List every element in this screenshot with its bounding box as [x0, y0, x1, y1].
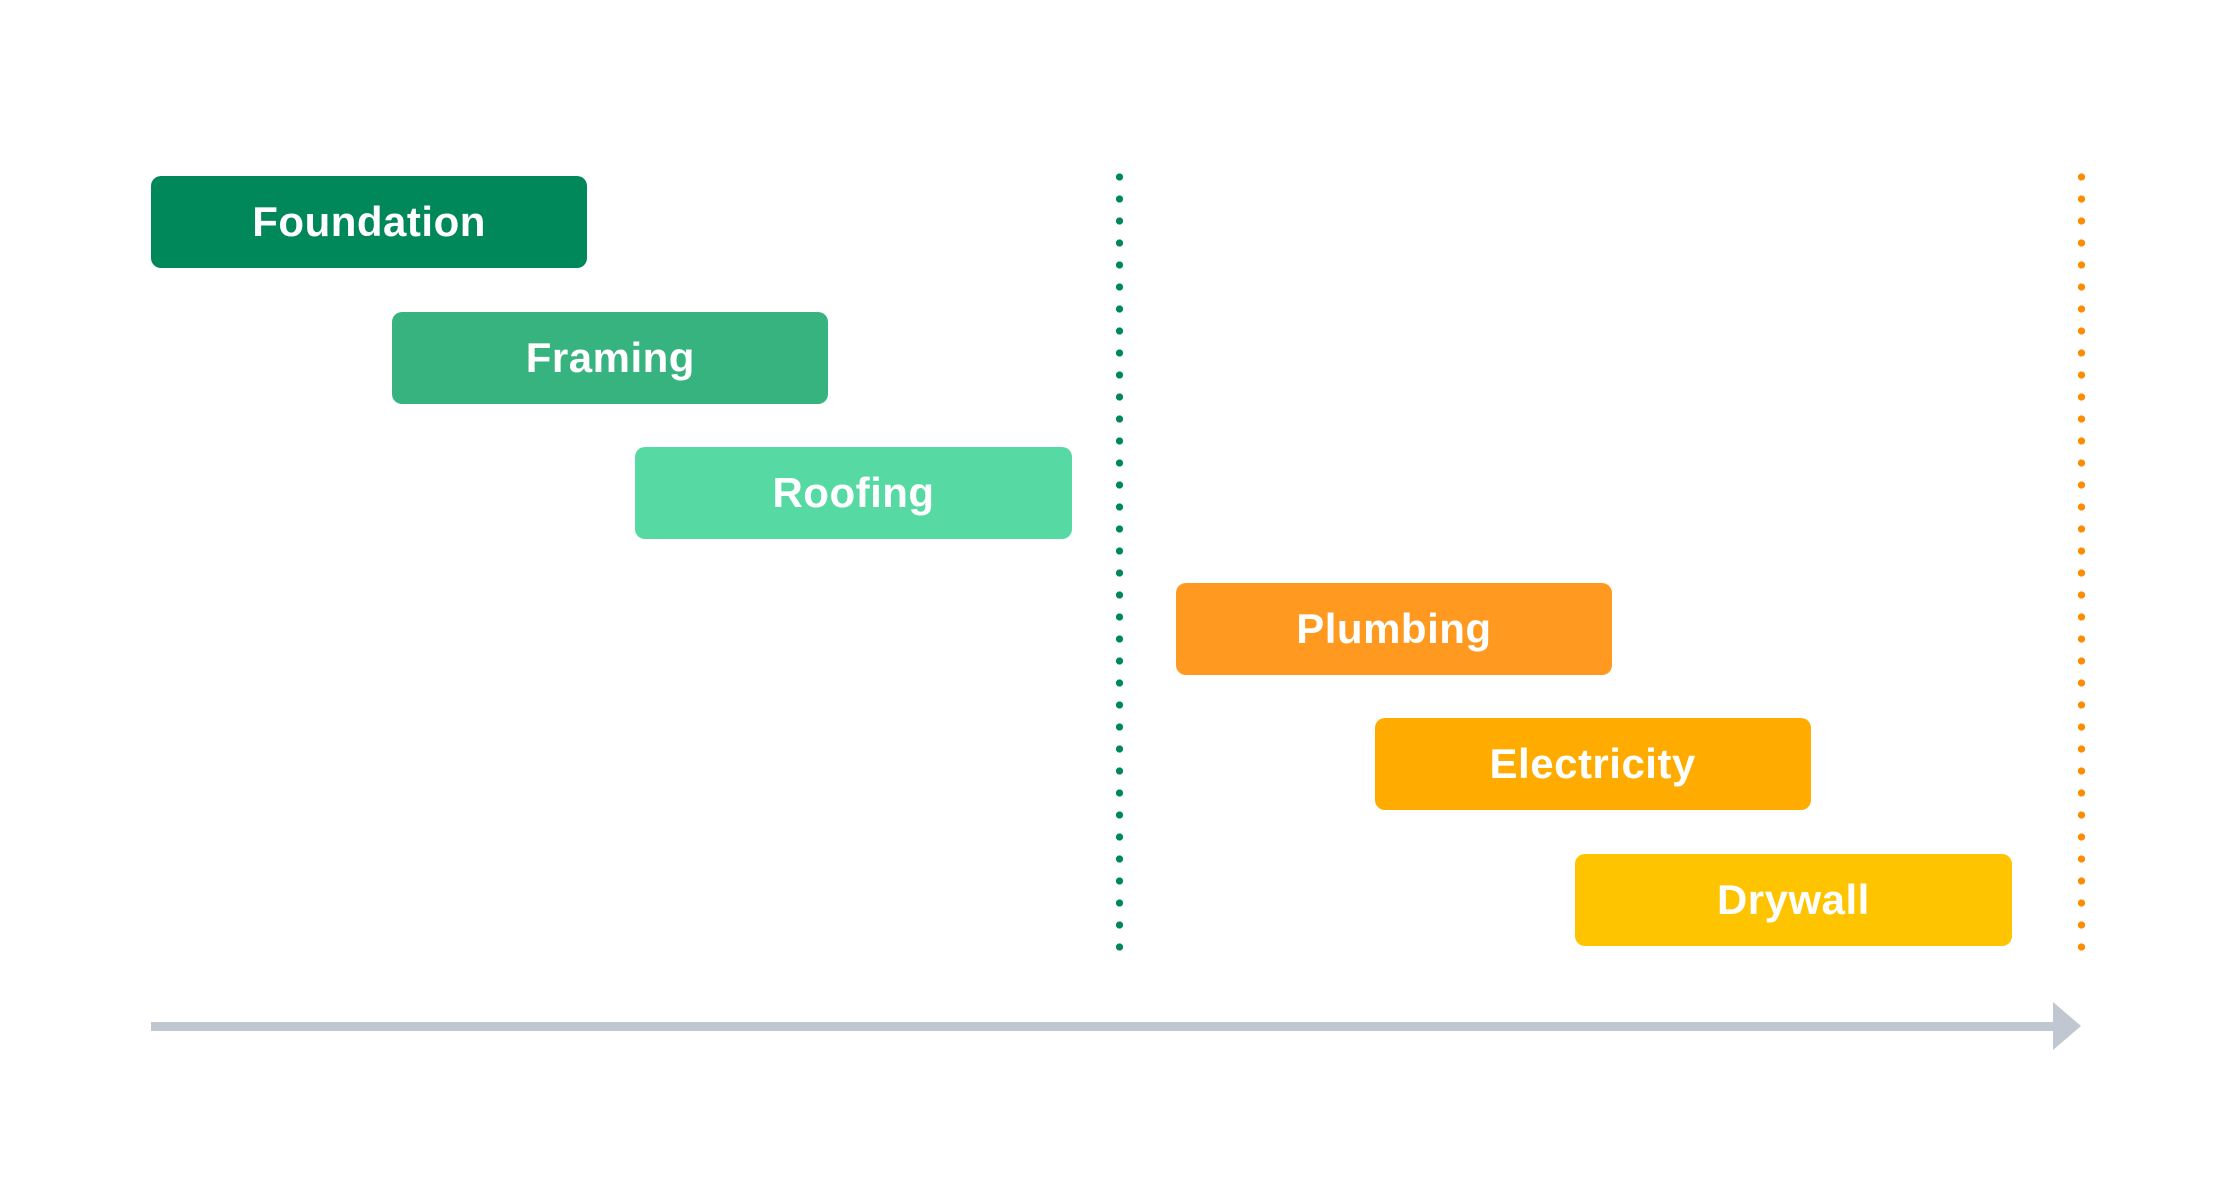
task-bar-framing: Framing: [392, 311, 829, 404]
task-bar-drywall: Drywall: [1575, 853, 2012, 946]
timeline-axis-line: [151, 1022, 2055, 1031]
green-dotted-milestone-line: [1115, 166, 1125, 956]
orange-dotted-milestone-line: [2076, 166, 2086, 956]
task-label: Foundation: [252, 198, 486, 245]
task-label: Electricity: [1489, 740, 1696, 787]
timeline-arrowhead-icon: [2053, 1002, 2081, 1050]
task-bar-foundation: Foundation: [151, 176, 588, 268]
task-bar-roofing: Roofing: [635, 447, 1072, 539]
task-label: Roofing: [772, 469, 935, 516]
task-bar-plumbing: Plumbing: [1175, 582, 1612, 675]
task-label: Plumbing: [1296, 604, 1492, 652]
task-label: Drywall: [1716, 875, 1870, 923]
task-label: Framing: [525, 333, 695, 381]
task-bar-electricity: Electricity: [1374, 718, 1811, 810]
